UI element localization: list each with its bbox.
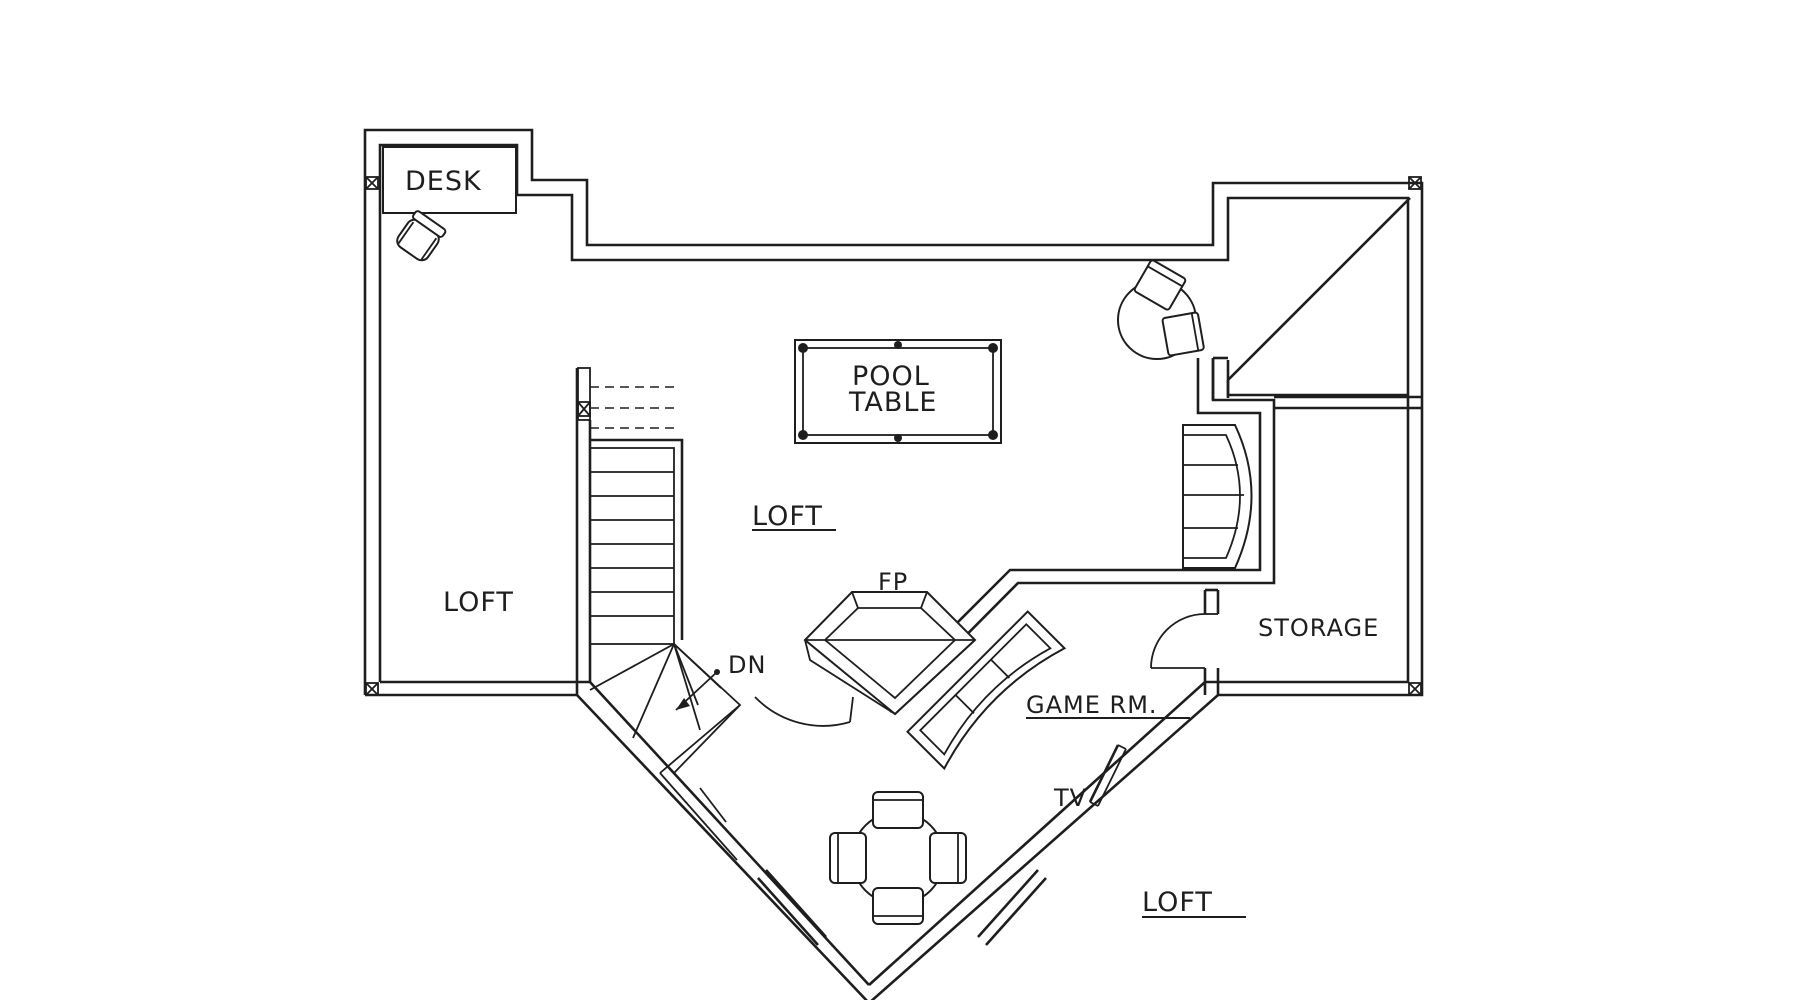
loft-left-label: LOFT xyxy=(443,587,514,618)
side-table-chairs xyxy=(1117,259,1205,360)
desk xyxy=(382,146,517,262)
pool-table-label-line2: TABLE xyxy=(848,387,938,418)
fireplace xyxy=(803,591,977,716)
dining-table xyxy=(829,791,967,925)
loft-center-label: LOFT xyxy=(752,501,823,532)
staircase xyxy=(589,447,742,861)
desk-label: DESK xyxy=(405,166,482,197)
tv xyxy=(1088,744,1127,807)
window-markers xyxy=(365,176,1422,946)
game-room-label: GAME RM. xyxy=(1026,691,1158,719)
sofa-angled xyxy=(906,610,1067,771)
stairs-down-label: DN xyxy=(728,651,766,679)
tv-label: TV xyxy=(1053,784,1087,812)
loft-bottom-label: LOFT xyxy=(1142,887,1213,918)
door-swing-fp xyxy=(754,696,854,727)
door-swing-storage xyxy=(1150,613,1206,669)
storage-label: STORAGE xyxy=(1258,614,1379,642)
fireplace-label: FP xyxy=(878,568,908,596)
sofa-right xyxy=(1182,424,1253,569)
pool-table xyxy=(794,339,1002,444)
pool-table-label-line1: POOL xyxy=(852,361,930,392)
